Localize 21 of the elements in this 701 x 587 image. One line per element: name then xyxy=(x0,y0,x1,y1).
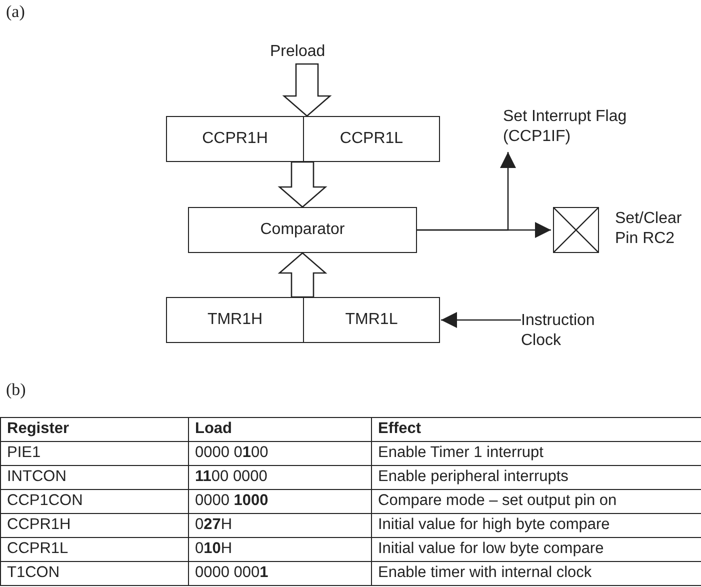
table-cell: T1CON xyxy=(0,561,189,586)
panel-label: (a) xyxy=(6,2,25,22)
register-field: TMR1H xyxy=(167,298,304,342)
arrow xyxy=(417,222,551,238)
header-cell: Register xyxy=(0,417,189,442)
panel-label: (b) xyxy=(6,380,26,400)
register-field: CCPR1H xyxy=(167,117,304,161)
pin-label: Set/Clear Pin RC2 xyxy=(615,209,683,249)
annotation-text: Set Interrupt Flag (CCP1IF) xyxy=(503,104,633,150)
annotation-text: Preload xyxy=(270,40,344,64)
register-field: CCPR1L xyxy=(304,117,439,161)
register-box xyxy=(166,297,440,343)
hollow-arrow xyxy=(278,161,328,208)
annotation-text: Instruction Clock xyxy=(521,309,611,353)
register-box xyxy=(166,116,440,162)
hollow-arrow xyxy=(278,252,328,298)
arrow xyxy=(441,312,521,328)
output-pin-symbol xyxy=(553,207,599,253)
comparator-box: Comparator xyxy=(188,207,417,253)
register-field: TMR1L xyxy=(304,298,439,342)
hollow-arrow xyxy=(282,63,332,117)
